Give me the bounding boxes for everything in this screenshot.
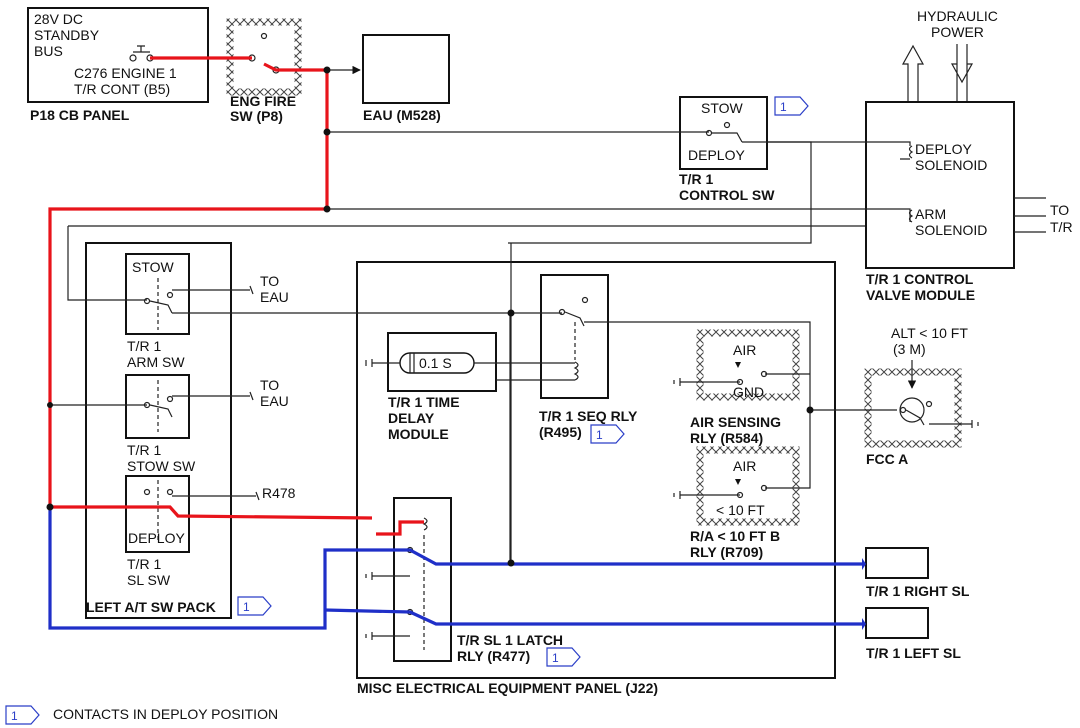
energized-path	[47, 56, 424, 536]
sync-lock-path	[48, 507, 862, 630]
svg-text:RLY (R477): RLY (R477)	[457, 648, 530, 664]
svg-text:STOW: STOW	[701, 100, 744, 116]
svg-text:TO: TO	[1050, 202, 1069, 218]
svg-text:CONTACTS IN DEPLOY POSITION: CONTACTS IN DEPLOY POSITION	[53, 706, 278, 722]
junction-dots	[46, 66, 814, 567]
svg-text:STANDBY: STANDBY	[34, 27, 100, 43]
fcc-a: ALT < 10 FT (3 M) FCC A	[864, 325, 968, 467]
svg-text:STOW SW: STOW SW	[127, 458, 196, 474]
svg-text:1: 1	[243, 600, 250, 614]
left-sync-lock: T/R 1 LEFT SL	[865, 607, 961, 661]
legend: 1 CONTACTS IN DEPLOY POSITION	[5, 705, 278, 725]
svg-text:T/R 1 RIGHT SL: T/R 1 RIGHT SL	[866, 583, 970, 599]
eau-box: EAU (M528)	[362, 34, 450, 123]
svg-text:1: 1	[780, 100, 787, 114]
svg-text:(3 M): (3 M)	[893, 341, 926, 357]
air-sensing-relay: AIR GND AIR SENSING RLY (R584)	[690, 329, 800, 446]
svg-text:DEPLOY: DEPLOY	[915, 141, 972, 157]
standby-bus-label: 28V DC	[34, 11, 83, 27]
svg-text:EAU (M528): EAU (M528)	[363, 107, 441, 123]
svg-text:CONTROL SW: CONTROL SW	[679, 187, 775, 203]
svg-text:DEPLOY: DEPLOY	[688, 147, 745, 163]
signal-wiring	[52, 65, 979, 640]
flag-sw-pack: 1	[237, 596, 272, 616]
seq-relay: T/R 1 SEQ RLY (R495)	[539, 274, 638, 440]
cb-panel-title: P18 CB PANEL	[30, 107, 130, 123]
svg-text:1: 1	[11, 709, 18, 723]
svg-text:RLY (R584): RLY (R584)	[690, 430, 763, 446]
svg-text:ENG FIRE: ENG FIRE	[230, 93, 296, 109]
svg-text:AIR: AIR	[733, 458, 756, 474]
svg-text:SW (P8): SW (P8)	[230, 108, 283, 124]
svg-text:T/R: T/R	[1050, 219, 1073, 235]
control-valve-module: DEPLOY SOLENOID ARM SOLENOID TO T/R T/R …	[865, 101, 1073, 303]
svg-text:AIR: AIR	[733, 342, 756, 358]
svg-text:SOLENOID: SOLENOID	[915, 157, 987, 173]
tr1-control-switch: STOW DEPLOY T/R 1 CONTROL SW	[679, 96, 775, 203]
svg-text:HYDRAULIC: HYDRAULIC	[917, 8, 998, 24]
svg-text:(R495): (R495)	[539, 424, 582, 440]
svg-text:< 10 FT: < 10 FT	[716, 502, 765, 518]
svg-text:SL SW: SL SW	[127, 572, 171, 588]
right-sl-arrow-icon	[862, 558, 866, 570]
flag-seq-rly: 1	[590, 424, 625, 444]
hydraulic-in-arrow-icon	[950, 44, 974, 102]
svg-text:POWER: POWER	[931, 24, 984, 40]
svg-text:EAU: EAU	[260, 393, 289, 409]
svg-text:EAU: EAU	[260, 289, 289, 305]
svg-text:T/R 1: T/R 1	[127, 442, 161, 458]
svg-text:T/R 1: T/R 1	[127, 556, 161, 572]
svg-text:T/R 1 TIME: T/R 1 TIME	[388, 394, 460, 410]
hydraulic-out-arrow-icon	[901, 44, 925, 102]
svg-text:R478: R478	[262, 485, 296, 501]
svg-text:T/R 1: T/R 1	[127, 338, 161, 354]
misc-panel-border	[356, 261, 836, 679]
flag-legend-icon	[5, 705, 40, 725]
svg-text:ALT < 10 FT: ALT < 10 FT	[891, 325, 968, 341]
svg-text:T/R 1: T/R 1	[679, 171, 713, 187]
svg-text:ARM: ARM	[915, 206, 946, 222]
cb-c276-label: C276 ENGINE 1	[74, 65, 177, 81]
eng-fire-switch: ENG FIRE SW (P8)	[226, 18, 302, 124]
radio-altimeter-relay: AIR < 10 FT R/A < 10 FT B RLY (R709)	[690, 446, 800, 560]
hydraulic-power: HYDRAULIC POWER	[901, 8, 998, 102]
svg-text:LEFT A/T SW PACK: LEFT A/T SW PACK	[86, 599, 216, 615]
left-sl-arrow-icon	[862, 618, 866, 630]
svg-text:GND: GND	[733, 384, 764, 400]
left-at-switch-pack: STOW T/R 1 ARM SW TO EAU T/R 1 STOW SW T…	[85, 242, 296, 619]
right-sync-lock: T/R 1 RIGHT SL	[865, 547, 970, 599]
svg-text:DELAY: DELAY	[388, 410, 435, 426]
misc-panel-title: MISC ELECTRICAL EQUIPMENT PANEL (J22)	[357, 680, 658, 696]
svg-text:BUS: BUS	[34, 43, 63, 59]
svg-text:1: 1	[552, 651, 559, 665]
flag-control-sw: 1	[774, 96, 809, 116]
svg-text:RLY (R709): RLY (R709)	[690, 544, 763, 560]
flag-latch-rly: 1	[546, 647, 581, 667]
svg-text:T/R SL 1 LATCH: T/R SL 1 LATCH	[457, 632, 563, 648]
svg-text:0.1 S: 0.1 S	[419, 355, 452, 371]
svg-text:DEPLOY: DEPLOY	[128, 530, 185, 546]
svg-text:TO: TO	[260, 273, 279, 289]
svg-text:TO: TO	[260, 377, 279, 393]
svg-text:AIR SENSING: AIR SENSING	[690, 414, 781, 430]
svg-text:T/R 1 LEFT SL: T/R 1 LEFT SL	[866, 645, 961, 661]
latch-relay: T/R SL 1 LATCH RLY (R477)	[393, 497, 563, 664]
time-delay-module: 0.1 S T/R 1 TIME DELAY MODULE	[387, 332, 497, 442]
svg-text:FCC A: FCC A	[866, 451, 908, 467]
svg-text:SOLENOID: SOLENOID	[915, 222, 987, 238]
svg-text:ARM SW: ARM SW	[127, 354, 185, 370]
svg-text:R/A < 10 FT B: R/A < 10 FT B	[690, 528, 780, 544]
svg-text:VALVE MODULE: VALVE MODULE	[866, 287, 975, 303]
svg-text:MODULE: MODULE	[388, 426, 449, 442]
svg-text:T/R 1 SEQ RLY: T/R 1 SEQ RLY	[539, 408, 638, 424]
svg-text:T/R CONT (B5): T/R CONT (B5)	[74, 81, 170, 97]
svg-text:T/R 1 CONTROL: T/R 1 CONTROL	[866, 271, 974, 287]
p18-cb-panel: 28V DC STANDBY BUS C276 ENGINE 1 T/R CON…	[27, 7, 209, 123]
svg-text:STOW: STOW	[132, 259, 175, 275]
svg-text:1: 1	[596, 428, 603, 442]
